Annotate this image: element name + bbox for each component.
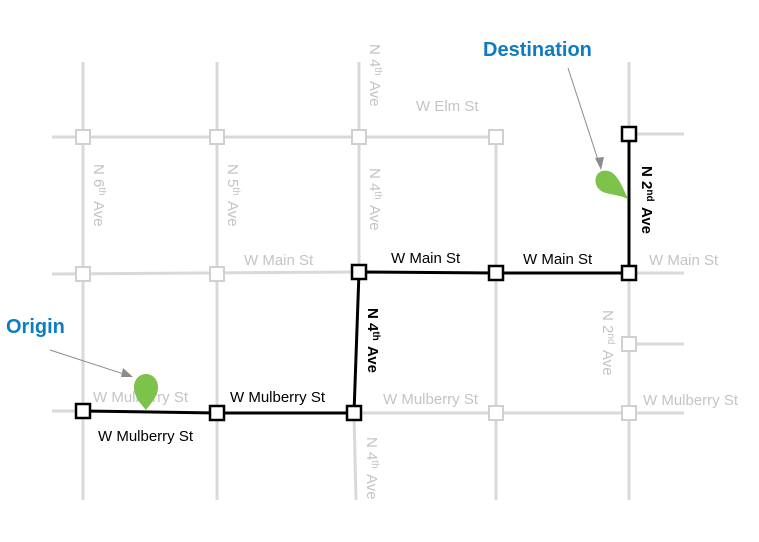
label-n2-ave-route: N 2nd <box>638 166 656 202</box>
origin-title: Origin <box>6 316 65 338</box>
route-node <box>620 264 638 282</box>
label-n4-ave-mid: N 4th <box>366 168 384 200</box>
label-n6-ave: N 6th <box>90 164 108 196</box>
callout-pointers <box>49 67 604 377</box>
label-w-mulberry-route: W Mulberry St <box>230 389 326 406</box>
label-n4-ave-route-suffix: Ave <box>364 346 381 373</box>
label-w-main-route-1: W Main St <box>391 250 461 267</box>
origin-pin-icon <box>134 374 158 410</box>
label-n6-ave-suffix: Ave <box>90 201 107 227</box>
label-n5-ave-suffix: Ave <box>224 201 241 227</box>
intersection-node <box>209 129 225 145</box>
street-labels: W Elm St W Main St W Main St W Main St W… <box>93 98 739 445</box>
label-n2-ave-grey: N 2nd <box>599 310 617 344</box>
label-w-mulberry-below: W Mulberry St <box>98 428 194 445</box>
route-node-origin <box>74 402 92 420</box>
origin-pointer-arrowhead <box>121 368 133 377</box>
origin-pointer-line <box>49 349 131 377</box>
intersection-node <box>621 336 637 352</box>
label-w-main-left: W Main St <box>244 252 314 269</box>
street-n4-ave-south <box>352 412 358 501</box>
destination-title: Destination <box>483 39 592 61</box>
intersection-node <box>351 129 367 145</box>
label-n2-ave-grey-suffix: Ave <box>599 350 616 376</box>
label-w-elm: W Elm St <box>416 98 479 115</box>
label-n2-ave-route-suffix: Ave <box>638 207 655 234</box>
destination-pin-icon <box>595 170 628 199</box>
route-node <box>345 404 363 422</box>
intersection-node <box>209 266 225 282</box>
map-pins <box>134 170 628 410</box>
label-n4-ave-bottom: N 4th <box>363 437 381 469</box>
label-w-mulberry-right: W Mulberry St <box>643 392 739 409</box>
label-w-main-right: W Main St <box>649 252 719 269</box>
intersection-node <box>75 266 91 282</box>
route-node <box>487 264 505 282</box>
avenue-labels: N 6th Ave N 5th Ave N 4th Ave N 4th Ave … <box>90 44 656 500</box>
route-node-destination <box>620 125 638 143</box>
label-n4-ave-route: N 4th <box>364 308 382 341</box>
route-node <box>350 263 368 281</box>
label-n5-ave: N 5th <box>224 164 242 196</box>
intersections-inactive <box>75 129 637 421</box>
label-n4-ave-top: N 4th <box>366 44 384 76</box>
intersections-route <box>74 125 638 422</box>
label-w-mulberry-mid: W Mulberry St <box>383 391 479 408</box>
intersection-node <box>488 405 504 421</box>
destination-pointer-line <box>567 67 601 167</box>
label-n4-ave-mid-suffix: Ave <box>366 205 383 231</box>
label-n4-ave-bottom-suffix: Ave <box>363 474 380 500</box>
label-w-main-route-2: W Main St <box>523 251 593 268</box>
street-w-main-west <box>51 270 360 276</box>
route-node <box>208 404 226 422</box>
intersection-node <box>75 129 91 145</box>
intersection-node <box>621 405 637 421</box>
label-n4-ave-top-suffix: Ave <box>366 81 383 107</box>
intersection-node <box>488 129 504 145</box>
destination-pointer-arrowhead <box>595 157 604 170</box>
